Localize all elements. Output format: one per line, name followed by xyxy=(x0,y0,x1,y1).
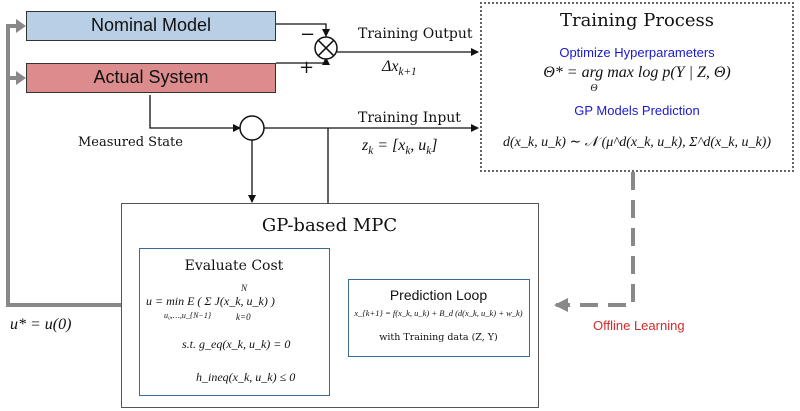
nominal-model-label: Nominal Model xyxy=(90,15,212,35)
evaluate-cost-block: Evaluate Cost N u = min E ( Σ J(x_k, u_k… xyxy=(139,248,330,396)
actual-system-block: Actual System xyxy=(26,63,276,93)
nominal-to-junction-line xyxy=(276,23,330,37)
offline-learning-arrow xyxy=(554,172,635,312)
sum-upper-limit: N xyxy=(241,283,248,293)
offline-learning-label: Offline Learning xyxy=(593,318,685,333)
optimize-hyperparameters-label: Optimize Hyperparameters xyxy=(559,45,715,60)
sum-lower-limit: k=0 xyxy=(236,312,251,322)
inequality-constraint: h_ineq(x_k, u_k) ≤ 0 xyxy=(196,370,296,384)
control-feedback-loop xyxy=(6,24,121,307)
prediction-loop-title: Prediction Loop xyxy=(389,287,488,303)
junction-minus-sign: − xyxy=(300,24,316,45)
training-process-block: Training Process Optimize Hyperparameter… xyxy=(480,2,794,172)
gp-prediction-equation: d(x_k, u_k) ∼ 𝒩 (μ^d(x_k, u_k), Σ^d(x_k,… xyxy=(502,135,772,150)
actual-system-label: Actual System xyxy=(93,67,209,87)
training-output-label: Training Output xyxy=(358,26,473,42)
optimize-equation: Θ* = arg max log p(Y | Z, Θ) xyxy=(543,64,731,81)
dynamics-equation: x_{k+1} = f(x_k, u_k) + B_d (d(x_k, u_k)… xyxy=(354,308,523,318)
gp-models-prediction-label: GP Models Prediction xyxy=(574,103,700,118)
training-data-label: with Training data (Z, Y) xyxy=(379,332,498,343)
control-output-label: u* = u(0) xyxy=(10,316,72,333)
equality-constraint: s.t. g_eq(x_k, u_k) = 0 xyxy=(182,337,291,351)
training-output-math: Δxk+1 xyxy=(382,58,417,79)
summing-junction xyxy=(314,36,338,60)
optimize-equation-subscript: Θ xyxy=(590,83,598,94)
prediction-loop-block: Prediction Loop x_{k+1} = f(x_k, u_k) + … xyxy=(348,279,530,357)
training-input-label: Training Input xyxy=(358,110,461,126)
training-process-title: Training Process xyxy=(559,10,715,31)
measured-state-line xyxy=(149,95,241,132)
evaluate-cost-title: Evaluate Cost xyxy=(184,258,284,274)
measured-state-label: Measured State xyxy=(78,135,183,150)
min-subscript: u₀,…,u_{N−1} xyxy=(164,311,212,320)
nominal-model-block: Nominal Model xyxy=(26,11,276,41)
gp-mpc-title: GP-based MPC xyxy=(261,215,398,236)
training-input-math: zk = [xk, uk] xyxy=(362,137,438,158)
junction-plus-sign: + xyxy=(299,57,315,78)
measurement-node xyxy=(239,115,265,141)
cost-equation: u = min E ( Σ J(x_k, u_k) ) xyxy=(146,294,275,308)
